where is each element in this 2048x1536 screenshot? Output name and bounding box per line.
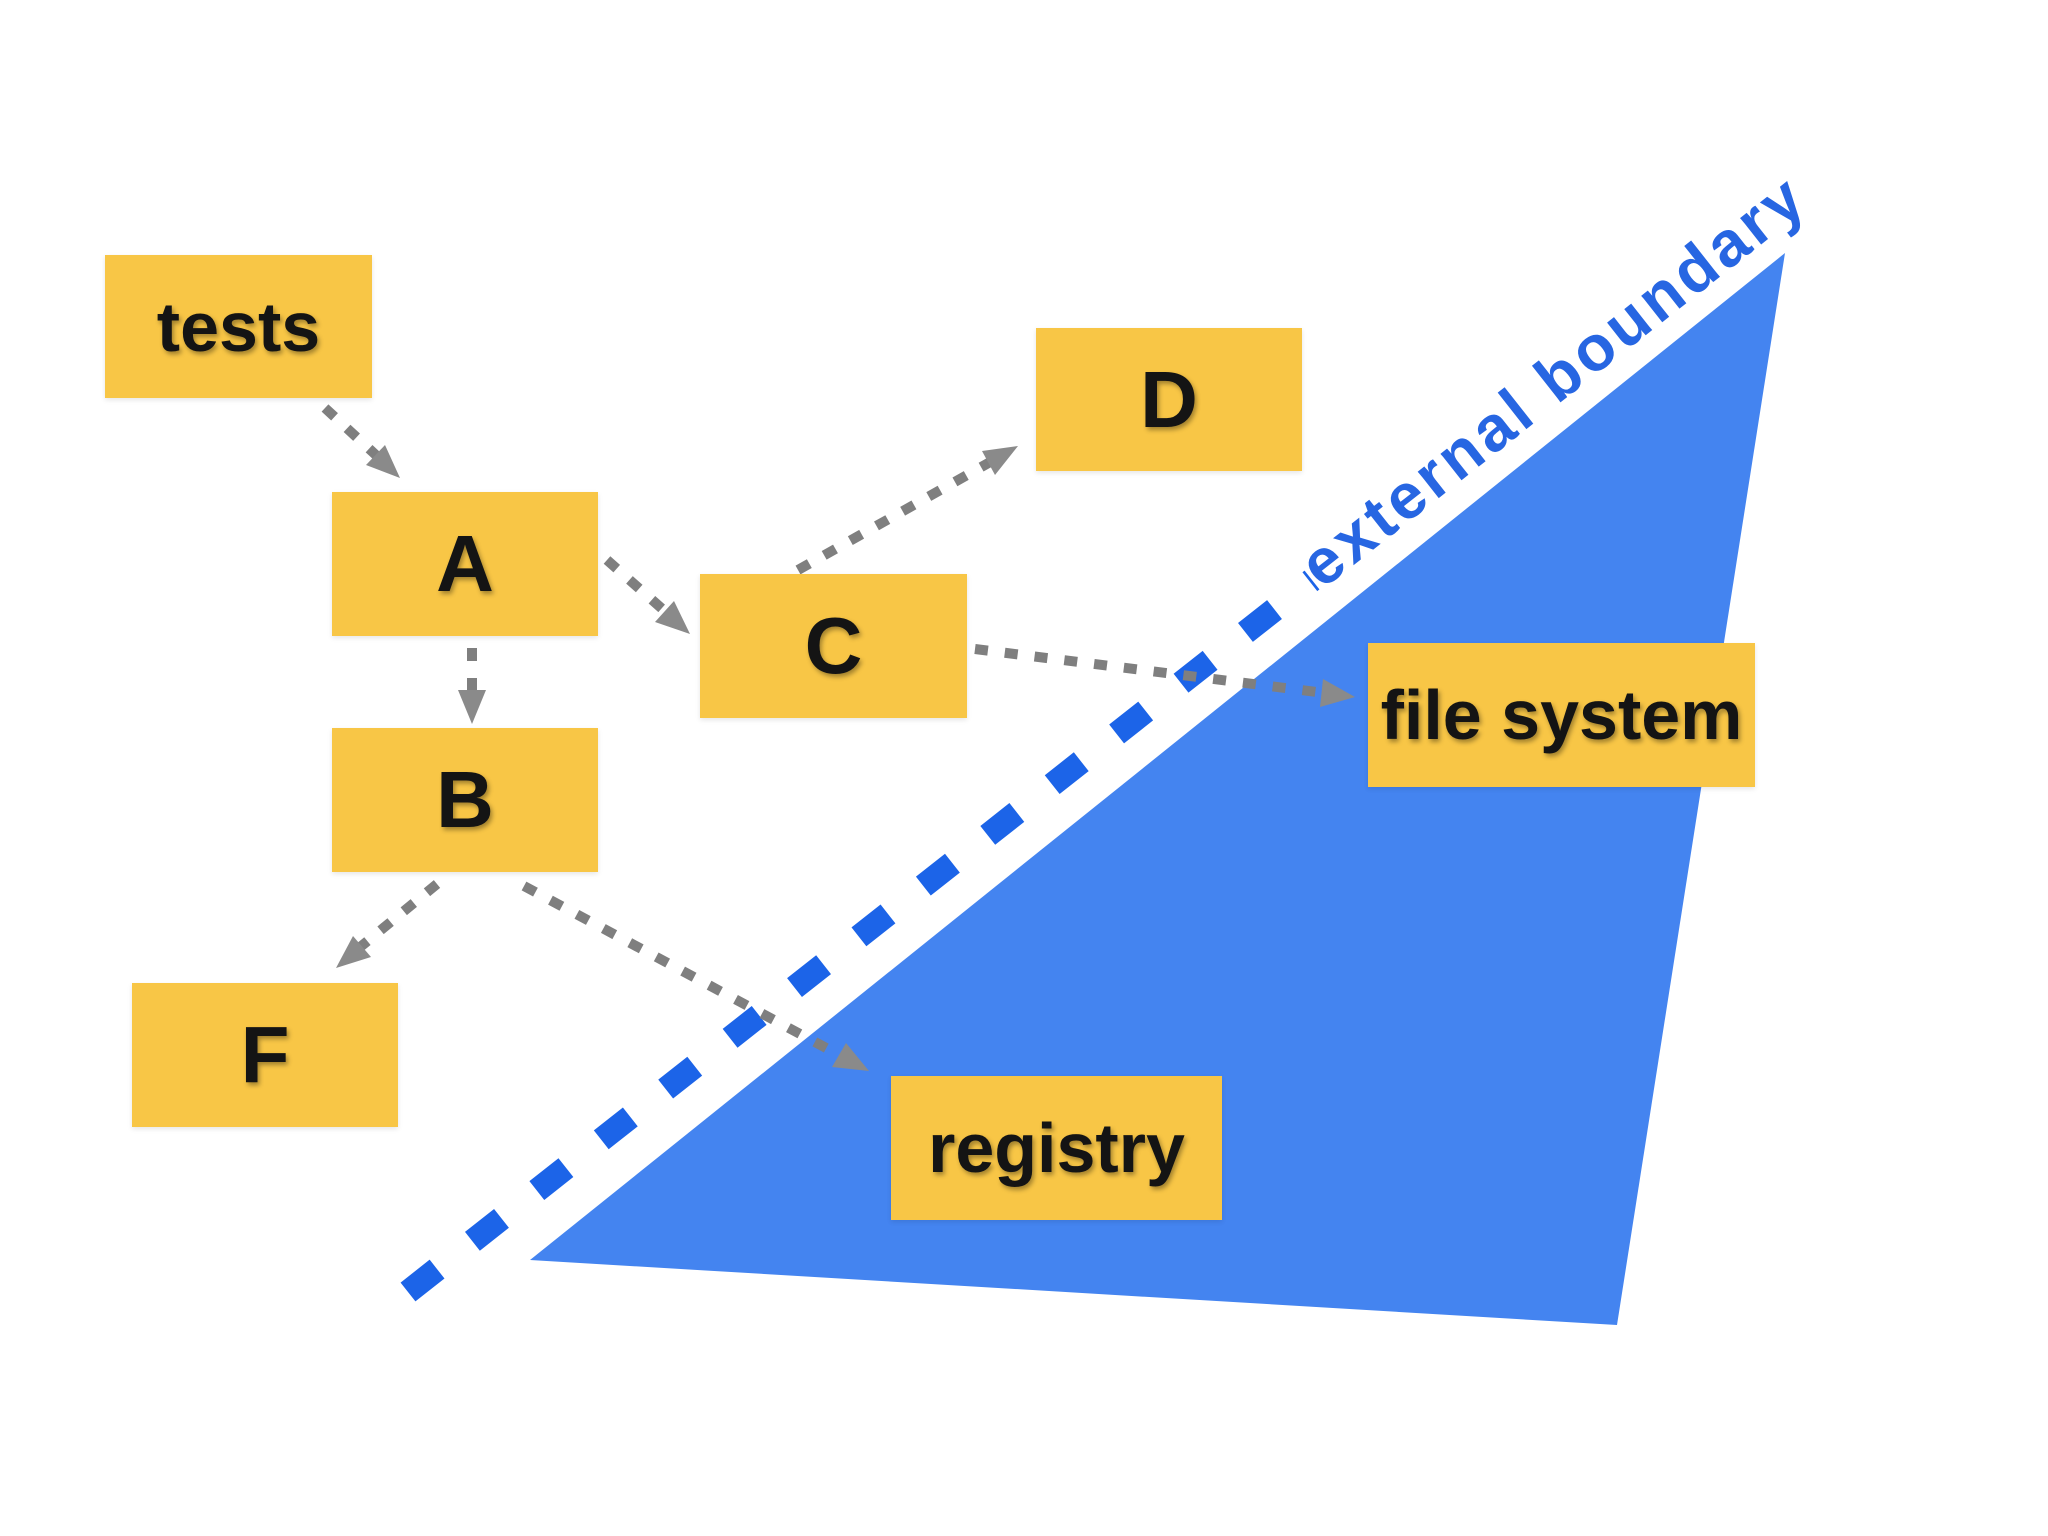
external-boundary-dashed-line xyxy=(400,570,1320,1302)
node-registry: registry xyxy=(891,1076,1222,1220)
arrowhead-icon xyxy=(655,601,690,634)
node-tests-label: tests xyxy=(156,287,321,366)
node-f: F xyxy=(132,983,398,1127)
node-b-label: B xyxy=(436,755,494,844)
edge-line xyxy=(321,404,382,461)
edge-line xyxy=(521,881,846,1062)
node-b: B xyxy=(332,728,598,872)
node-c: C xyxy=(700,574,967,718)
edge-c-to-d xyxy=(795,446,1018,575)
arrowhead-icon xyxy=(982,446,1018,475)
edge-b-to-registry xyxy=(521,881,869,1071)
node-f-label: F xyxy=(240,1010,290,1099)
edge-a-to-c xyxy=(603,556,690,634)
node-registry-label: registry xyxy=(928,1109,1185,1187)
edge-a-to-b xyxy=(458,648,486,724)
arrowhead-icon xyxy=(832,1043,869,1071)
node-file-system-label: file system xyxy=(1380,676,1743,754)
node-tests: tests xyxy=(105,255,372,398)
arrowhead-icon xyxy=(366,445,400,478)
edge-b-to-f xyxy=(336,880,441,968)
edge-c-to-file-system xyxy=(974,644,1355,707)
node-d-label: D xyxy=(1140,354,1198,444)
node-a: A xyxy=(332,492,598,636)
arrowhead-icon xyxy=(1320,679,1355,707)
node-d: D xyxy=(1036,328,1302,471)
edge-line xyxy=(795,456,995,575)
edge-line xyxy=(603,556,672,618)
node-a-label: A xyxy=(436,519,494,608)
node-file-system: file system xyxy=(1368,643,1755,787)
arrowhead-icon xyxy=(458,690,486,724)
node-c-label: C xyxy=(804,601,863,690)
edge-tests-to-a xyxy=(321,404,400,478)
edge-line xyxy=(355,880,441,952)
arrowhead-icon xyxy=(336,936,371,968)
